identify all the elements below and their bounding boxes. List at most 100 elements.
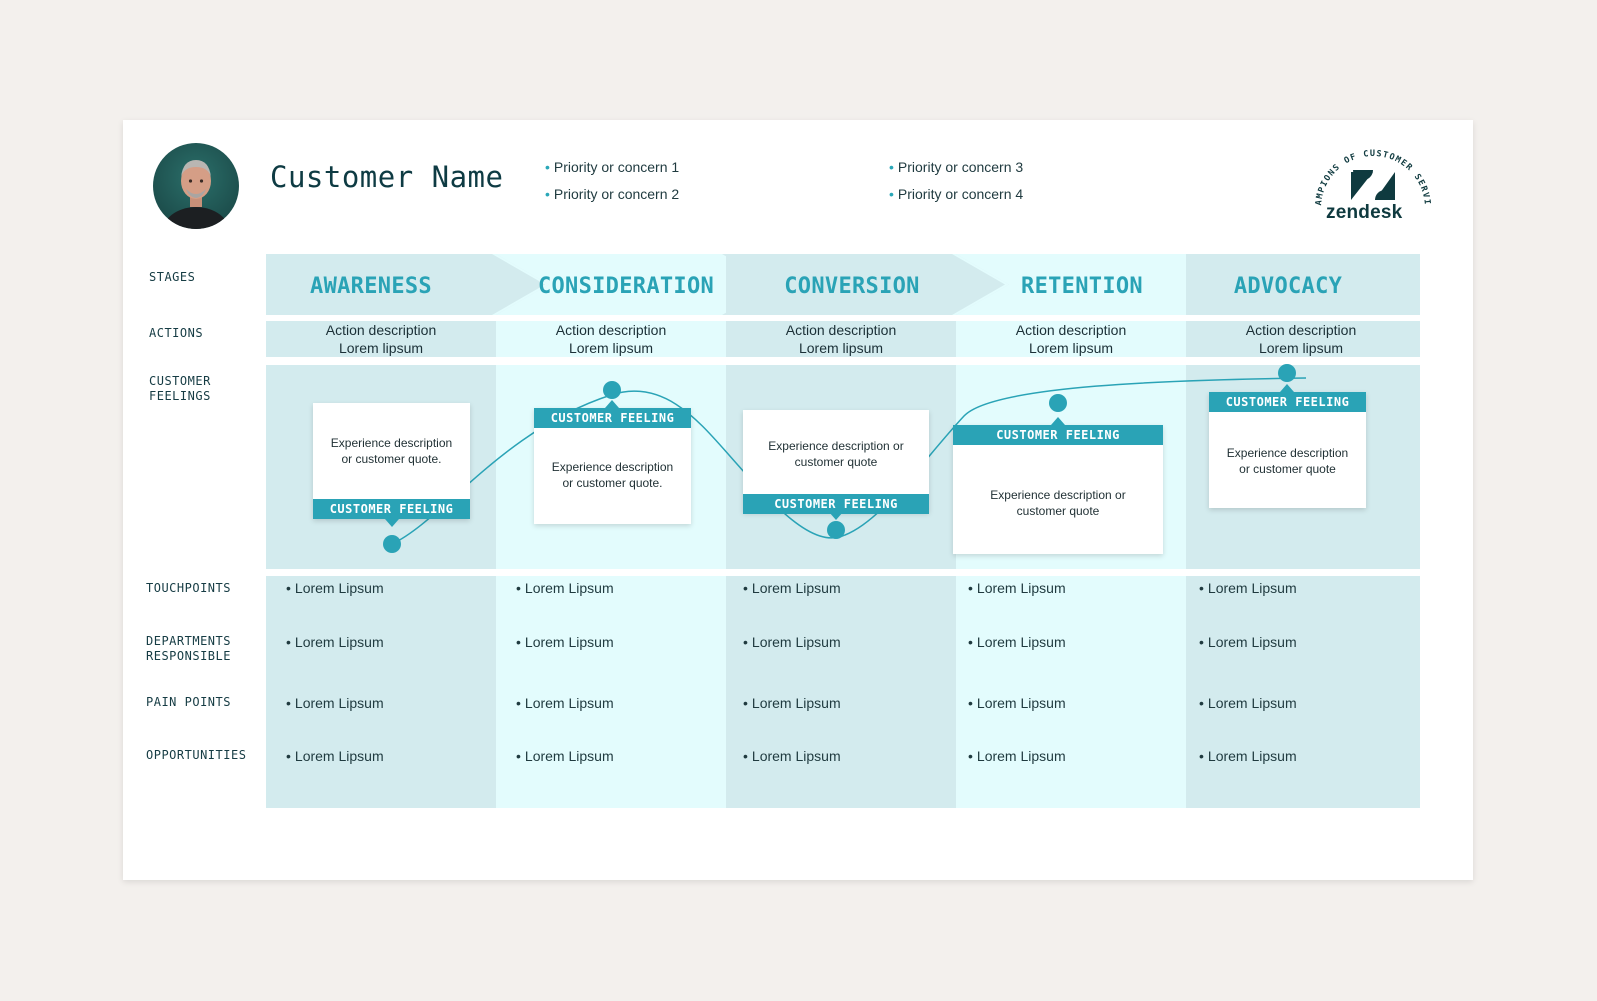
opportunity-item: •Lorem Lipsum [743,748,841,764]
feeling-description: Experience description or customer quote [743,438,929,470]
action-line: Lorem lipsum [568,340,654,356]
feeling-description: Experience description or customer quote. [534,459,691,491]
action-line: Lorem lipsum [1258,340,1344,356]
actions-cell [1186,321,1420,357]
stages-chevron-row [266,254,1420,315]
action-line: Action description [325,322,437,338]
cell-value: Lorem Lipsum [294,695,384,711]
department-item: •Lorem Lipsum [516,634,614,650]
details-column [956,576,1186,808]
pain-point-item: •Lorem Lipsum [516,695,614,711]
cell-value: Lorem Lipsum [294,634,384,650]
details-column [1186,576,1420,808]
pain-point-item: •Lorem Lipsum [286,695,384,711]
touchpoint-item: •Lorem Lipsum [743,580,841,596]
touchpoint-item: •Lorem Lipsum [286,580,384,596]
pointer-triangle [385,519,399,527]
pain-point-item: •Lorem Lipsum [968,695,1066,711]
cell-value: Lorem Lipsum [751,748,841,764]
action-line: Action description [1245,322,1357,338]
feeling-description: Experience description or customer quote [1209,445,1366,477]
desc-line: Experience description or [990,488,1126,502]
emotion-point-conversion [827,521,845,539]
cell-value: Lorem Lipsum [976,634,1066,650]
cell-value: Lorem Lipsum [751,695,841,711]
row-label-actions: ACTIONS [149,326,204,340]
cell-value: Lorem Lipsum [1207,748,1297,764]
cell-value: Lorem Lipsum [976,580,1066,596]
row-label-line: FEELINGS [149,389,211,403]
cell-value: Lorem Lipsum [294,580,384,596]
cell-value: Lorem Lipsum [1207,580,1297,596]
actions-cell [266,321,496,357]
action-line: Lorem lipsum [1028,340,1114,356]
details-column [496,576,726,808]
row-label-touchpoints: TOUCHPOINTS [146,581,231,595]
zendesk-badge-icon: CHAMPIONS OF CUSTOMER SERVICE [1303,128,1431,206]
desc-line: customer quote [794,455,878,469]
cell-value: Lorem Lipsum [976,695,1066,711]
cell-value: Lorem Lipsum [294,748,384,764]
customer-name: Customer Name [270,160,504,194]
desc-line: Experience description [1226,446,1349,460]
desc-line: Experience description or [768,439,904,453]
cell-value: Lorem Lipsum [976,748,1066,764]
journey-map-card: Customer Name •Priority or concern 1 •Pr… [123,120,1473,880]
desc-line: or customer quote. [562,476,663,490]
pointer-triangle [829,512,843,520]
row-label-line: CUSTOMER [149,374,211,388]
action-line: Lorem lipsum [798,340,884,356]
row-label-departments: DEPARTMENTS RESPONSIBLE [146,634,231,664]
feeling-card-retention: CUSTOMER FEELING Experience description … [953,425,1163,554]
feeling-card-advocacy: CUSTOMER FEELING Experience description o… [1209,392,1366,508]
cell-value: Lorem Lipsum [751,634,841,650]
cell-value: Lorem Lipsum [524,634,614,650]
priority-text: Priority or concern 2 [553,186,680,202]
row-label-line: RESPONSIBLE [146,649,231,663]
priority-item-4: •Priority or concern 4 [889,186,1024,202]
priority-item-3: •Priority or concern 3 [889,159,1024,175]
desc-line: or customer quote [1239,462,1336,476]
customer-feeling-tag: CUSTOMER FEELING [1209,392,1366,412]
department-item: •Lorem Lipsum [968,634,1066,650]
department-item: •Lorem Lipsum [286,634,384,650]
zendesk-wordmark: zendesk [1326,202,1403,223]
customer-feeling-tag: CUSTOMER FEELING [743,494,929,514]
action-line: Action description [1015,322,1127,338]
opportunity-item: •Lorem Lipsum [286,748,384,764]
stages-label-layer: AWARENESS CONSIDERATION CONVERSION RETEN… [266,254,1420,315]
row-label-line: DEPARTMENTS [146,634,231,648]
department-item: •Lorem Lipsum [743,634,841,650]
priority-text: Priority or concern 1 [553,159,680,175]
opportunity-item: •Lorem Lipsum [968,748,1066,764]
action-line: Action description [785,322,897,338]
stage-awareness: AWARENESS [310,274,432,299]
actions-cell [956,321,1186,357]
priority-text: Priority or concern 3 [897,159,1024,175]
cell-value: Lorem Lipsum [1207,695,1297,711]
emotion-point-consideration [603,381,621,399]
row-label-opportunities: OPPORTUNITIES [146,748,247,762]
pointer-triangle [1051,417,1065,425]
cell-value: Lorem Lipsum [751,580,841,596]
priority-item-2: •Priority or concern 2 [545,186,680,202]
emotion-point-advocacy [1278,364,1296,382]
pointer-triangle [1280,384,1294,392]
emotion-point-awareness [383,535,401,553]
details-column [266,576,496,808]
stage-consideration: CONSIDERATION [537,274,715,299]
department-item: •Lorem Lipsum [1199,634,1297,650]
pointer-triangle [605,400,619,408]
actions-cell [726,321,956,357]
row-label-pain-points: PAIN POINTS [146,695,231,709]
touchpoint-item: •Lorem Lipsum [1199,580,1297,596]
desc-line: Experience description [551,460,674,474]
desc-line: or customer quote. [341,452,442,466]
